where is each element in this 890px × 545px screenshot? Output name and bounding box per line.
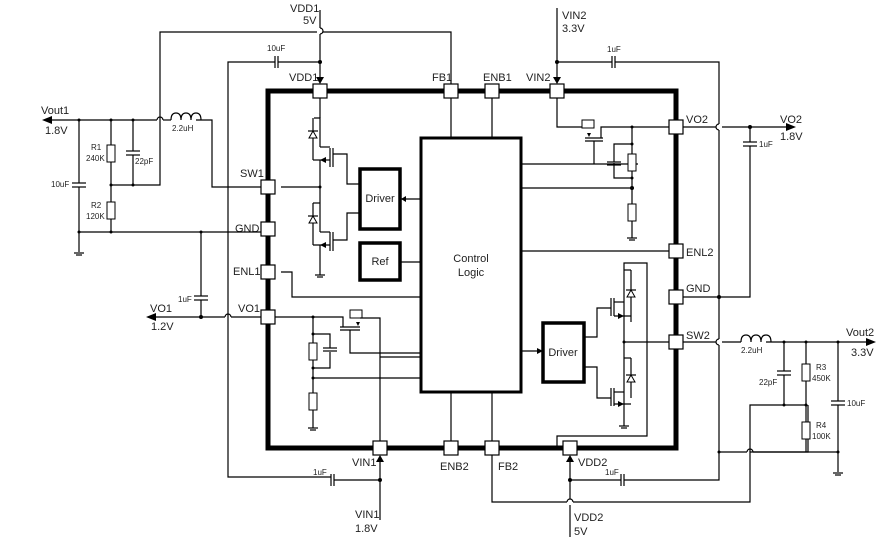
vo1-output-name: VO1 (150, 303, 172, 315)
r2-value: 120K (86, 212, 105, 221)
pin-enl2 (668, 243, 684, 259)
driver-1-label: Driver (365, 193, 395, 205)
pin-fb1 (443, 83, 459, 99)
pin-enl1 (260, 264, 276, 280)
pin-vo2 (668, 119, 684, 135)
pin-gnd-right (668, 289, 684, 305)
ref-block (358, 241, 402, 282)
vo1-output-net (146, 313, 261, 321)
vin2-supply-net (553, 8, 720, 477)
ic-pins (260, 83, 684, 456)
vo2-output-net (683, 123, 796, 299)
c-vin2-value: 1uF (607, 45, 621, 54)
c-vin1-value: 1uF (313, 468, 327, 477)
ldo1-internal (274, 309, 421, 448)
pin-label-vo1: VO1 (238, 303, 260, 315)
r4-value: 100K (812, 432, 831, 441)
pin-label-vdd2: VDD2 (578, 457, 607, 469)
r4-ref: R4 (816, 421, 827, 430)
control-logic-label-1: Control (453, 253, 488, 265)
r1-ref: R1 (91, 143, 102, 152)
pin-label-sw1: SW1 (240, 168, 264, 180)
ldo2-internal (556, 97, 670, 241)
c-ff1-value: 22pF (135, 157, 153, 166)
pin-label-enl1: ENL1 (233, 266, 261, 278)
pin-label-fb2: FB2 (498, 461, 518, 473)
vin2-supply-voltage: 3.3V (562, 23, 585, 35)
vin1-supply-voltage: 1.8V (355, 523, 378, 535)
l1-value: 2.2uH (172, 124, 194, 133)
pin-label-gnd-right: GND (686, 283, 711, 295)
driver-2-label: Driver (548, 347, 578, 359)
pin-label-enl2: ENL2 (686, 247, 714, 259)
pin-label-vo2: VO2 (686, 114, 708, 126)
vout1-output-voltage: 1.8V (45, 125, 68, 137)
pin-enb2 (443, 440, 459, 456)
fb2-net (491, 455, 567, 503)
vin1-supply-name: VIN1 (355, 509, 379, 521)
vin1-supply-net (330, 455, 384, 520)
pin-sw2 (668, 334, 684, 350)
pin-gnd-left (260, 221, 276, 237)
pin-label-sw2: SW2 (686, 330, 710, 342)
pin-vin2 (549, 83, 565, 99)
c-vdd1-value: 10uF (267, 44, 285, 53)
vout2-output-voltage: 3.3V (851, 347, 874, 359)
control-logic-wiring (281, 91, 670, 448)
pin-label-enb2: ENB2 (440, 461, 469, 473)
pin-label-fb1: FB1 (432, 72, 452, 84)
pin-label-enb1: ENB1 (483, 72, 512, 84)
pin-label-gnd-left: GND (235, 223, 260, 235)
driver-1-block (358, 167, 402, 231)
pin-sw1 (260, 179, 276, 195)
vdd1-supply-name: VDD1 (290, 3, 319, 15)
vdd2-supply-voltage: 5V (574, 526, 588, 538)
r1-value: 240K (86, 154, 105, 163)
control-logic-label-2: Logic (458, 267, 485, 279)
c-out1-value: 10uF (51, 180, 69, 189)
r2-ref: R2 (91, 201, 102, 210)
pin-vo1 (260, 309, 276, 325)
buck2-power-stage (556, 262, 670, 448)
buck1-power-stage (281, 97, 360, 278)
pin-label-vin1: VIN1 (352, 457, 376, 469)
c-ff2-value: 22pF (759, 378, 777, 387)
pin-vdd2 (562, 440, 578, 456)
pin-enb1 (484, 83, 500, 99)
r3-ref: R3 (816, 363, 827, 372)
pin-fb2 (484, 440, 500, 456)
vout2-output-name: Vout2 (846, 327, 874, 339)
pin-vdd1 (312, 83, 328, 99)
l2-value: 2.2uH (741, 346, 763, 355)
vo1-output-voltage: 1.2V (151, 321, 174, 333)
vo2-output-voltage: 1.8V (780, 131, 803, 143)
vo2-output-name: VO2 (780, 114, 802, 126)
fb1-net (323, 31, 452, 84)
vdd2-supply-net (566, 455, 720, 537)
c-vo2-value: 1uF (759, 140, 773, 149)
vout2-output-net (683, 334, 876, 476)
vout1-output-name: Vout1 (41, 105, 69, 117)
driver-2-block (541, 321, 586, 384)
vdd2-supply-name: VDD2 (574, 512, 603, 524)
pin-label-vin2: VIN2 (526, 72, 550, 84)
vout1-output-net (42, 112, 261, 317)
c-vdd2-value: 1uF (605, 468, 619, 477)
pin-vin1 (372, 440, 388, 456)
control-logic-block (419, 136, 523, 394)
vin2-supply-name: VIN2 (562, 10, 586, 22)
c-vo1-value: 1uF (178, 295, 192, 304)
vdd1-supply-net (227, 10, 331, 478)
vdd1-supply-voltage: 5V (303, 15, 317, 27)
r3-value: 450K (812, 374, 831, 383)
ref-label: Ref (371, 256, 389, 268)
pin-label-vdd1: VDD1 (289, 72, 318, 84)
c-out2-value: 10uF (847, 399, 865, 408)
